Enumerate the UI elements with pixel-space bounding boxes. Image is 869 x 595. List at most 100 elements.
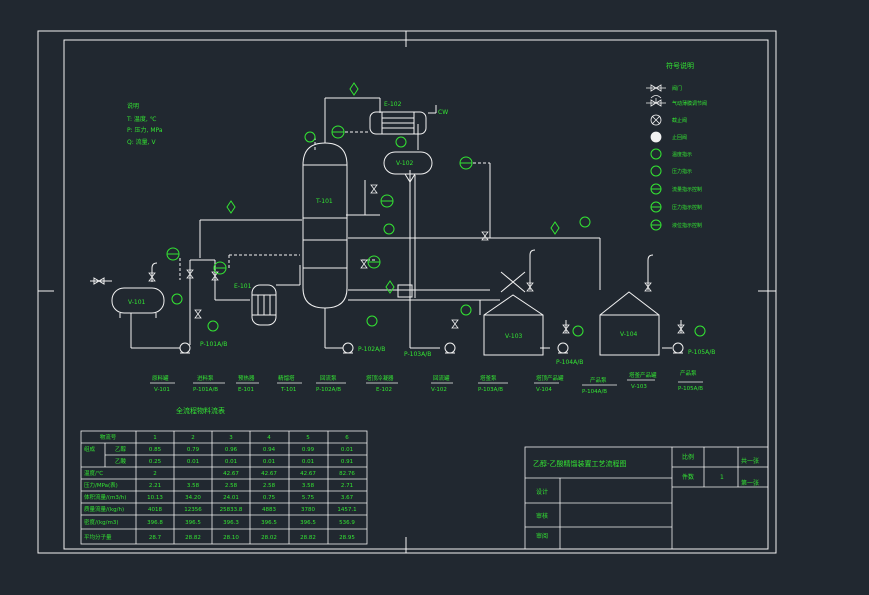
ratio-label: 比例 xyxy=(682,453,694,461)
approver-label: 审阅 xyxy=(536,532,548,540)
table-cell: 42.67 xyxy=(261,471,277,477)
eq-name-2: 预热器 xyxy=(238,374,255,382)
table-cell: 28.02 xyxy=(261,535,277,541)
equipment-list: 原料罐 进料泵 预热器 精馏塔 回流泵 塔顶冷凝器 回流罐 塔釜泵 塔顶产品罐 … xyxy=(150,369,703,395)
checker-label: 审核 xyxy=(536,512,548,520)
label-t101: T-101 xyxy=(315,198,333,205)
table-cell: 12356 xyxy=(184,507,202,513)
notes-line-3: Q: 流量, V xyxy=(127,138,156,146)
table-header-cell: 1 xyxy=(153,435,157,441)
eq-tag-2: E-101 xyxy=(238,387,254,393)
label-e101: E-101 xyxy=(234,283,252,290)
table-row-label: 组成 xyxy=(84,445,96,453)
equipment xyxy=(111,111,660,356)
table-cell: 0.01 xyxy=(302,459,314,465)
table-header-cell: 3 xyxy=(229,435,233,441)
table-cell: 0.85 xyxy=(149,447,162,453)
tank-v104 xyxy=(599,291,660,356)
table-row-label: 温度/℃ xyxy=(84,469,103,477)
table-cell: 3780 xyxy=(301,507,315,513)
table-header-cell: 物流号 xyxy=(100,433,117,441)
table-cell: 2 xyxy=(153,471,157,477)
eq-name-10: 塔釜产品罐 xyxy=(629,371,657,379)
legend-item-7: 压力指示控制 xyxy=(672,204,702,211)
eq-name-1: 进料泵 xyxy=(197,374,214,382)
eq-name-4: 回流泵 xyxy=(320,374,337,382)
eq-name-11: 产品泵 xyxy=(680,369,697,377)
eq-tag-0: V-101 xyxy=(154,387,170,393)
table-cell: 3.58 xyxy=(302,483,315,489)
eq-name-9: 产品泵 xyxy=(590,376,607,384)
table-cell: 0.91 xyxy=(341,459,353,465)
exchanger-e101 xyxy=(251,284,277,326)
symbol-legend: 符号说明 阀门 气动薄膜调节阀 截止阀 止回阀 温度指示 压力指示 流 xyxy=(646,61,707,231)
notes-block: 说明 T: 温度, ℃ P: 压力, MPa Q: 流量, V xyxy=(126,102,163,146)
stream-table-title: 全流程物料流表 xyxy=(176,406,225,415)
table-cell: 2.21 xyxy=(149,483,161,489)
instruments xyxy=(166,82,706,337)
pumps xyxy=(179,342,684,354)
eq-name-3: 精馏塔 xyxy=(278,374,295,382)
eq-name-8: 塔顶产品罐 xyxy=(536,374,564,382)
column-t101 xyxy=(302,142,348,309)
table-header-cell: 6 xyxy=(345,435,349,441)
legend-item-1: 气动薄膜调节阀 xyxy=(672,100,707,107)
table-cell: 3.58 xyxy=(187,483,200,489)
eq-tag-10: V-103 xyxy=(631,384,647,390)
table-cell: 0.25 xyxy=(149,459,162,465)
table-cell: 536.9 xyxy=(339,520,355,526)
eq-name-7: 塔釜泵 xyxy=(480,374,497,382)
table-cell: 28.82 xyxy=(300,535,316,541)
legend-item-5: 压力指示 xyxy=(672,168,692,175)
table-cell: 25833.8 xyxy=(220,507,243,513)
notes-line-2: P: 压力, MPa xyxy=(127,126,163,134)
label-p101: P-101A/B xyxy=(200,341,227,348)
table-cell: 10.13 xyxy=(147,495,163,501)
table-cell: 0.01 xyxy=(225,459,237,465)
label-v103: V-103 xyxy=(505,333,523,340)
table-header-cell: 5 xyxy=(306,435,310,441)
label-e102: E-102 xyxy=(384,101,402,108)
table-cell: 82.76 xyxy=(339,471,355,477)
table-cell: 0.01 xyxy=(341,447,353,453)
table-cell: 2.58 xyxy=(225,483,238,489)
table-row-label: 平均分子量 xyxy=(84,533,112,541)
eq-tag-6: V-102 xyxy=(431,387,447,393)
label-v101: V-101 xyxy=(128,299,146,306)
table-cell: 28.7 xyxy=(149,535,162,541)
vessel-v102 xyxy=(383,151,433,175)
table-cell: 28.95 xyxy=(339,535,355,541)
table-cell: 0.99 xyxy=(302,447,315,453)
table-row-sublabel: 乙醇 xyxy=(115,445,127,453)
vessel-v101 xyxy=(111,287,165,314)
legend-item-8: 液位指示控制 xyxy=(672,222,702,229)
table-row-label: 体积流量/(m3/h) xyxy=(84,493,126,501)
title-block: 乙醇-乙酸精馏装置工艺流程图 比例 件数 1 共一张 第一张 设计 审核 审阅 xyxy=(524,446,769,550)
table-cell: 396.5 xyxy=(261,520,277,526)
legend-title: 符号说明 xyxy=(666,61,694,70)
table-header-cell: 2 xyxy=(191,435,195,441)
table-cell: 24.01 xyxy=(223,495,239,501)
table-cell: 42.67 xyxy=(300,471,316,477)
eq-tag-11: P-105A/B xyxy=(678,386,703,392)
table-cell: 5.75 xyxy=(302,495,315,501)
table-cell: 2.58 xyxy=(263,483,276,489)
label-v104: V-104 xyxy=(620,331,638,338)
table-cell: 396.8 xyxy=(147,520,163,526)
eq-tag-5: E-102 xyxy=(376,387,392,393)
label-cw: CW xyxy=(438,109,448,116)
tank-v103 xyxy=(483,294,544,356)
table-row-label: 质量流量/(kg/h) xyxy=(84,505,124,513)
table-cell: 3.67 xyxy=(341,495,354,501)
legend-item-2: 截止阀 xyxy=(672,117,687,124)
eq-tag-1: P-101A/B xyxy=(193,387,218,393)
table-cell: 396.3 xyxy=(223,520,239,526)
table-cell: 2.71 xyxy=(341,483,353,489)
table-cell: 0.01 xyxy=(263,459,275,465)
table-cell: 0.75 xyxy=(263,495,276,501)
eq-tag-8: V-104 xyxy=(536,387,552,393)
designer-label: 设计 xyxy=(536,488,548,496)
table-cell: 1457.1 xyxy=(337,507,356,513)
